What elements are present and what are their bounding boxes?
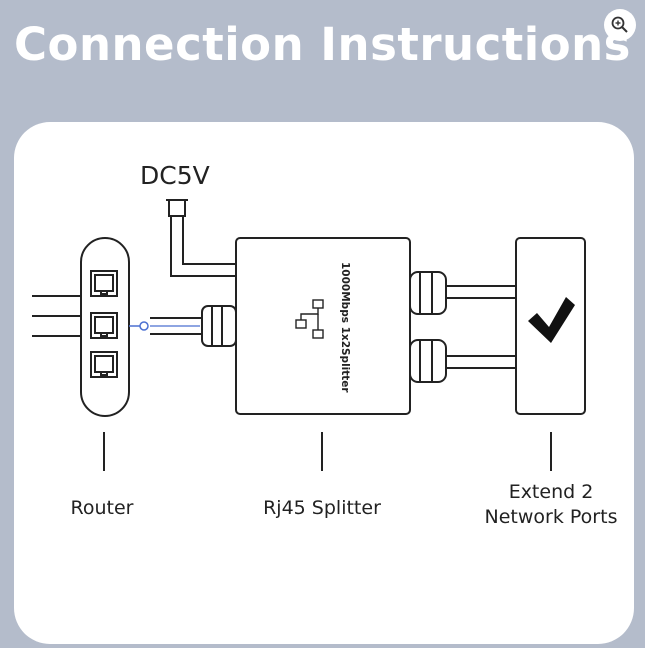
router-input-cables [32, 295, 88, 337]
ports-label-line2: Network Ports [485, 506, 618, 528]
rj45-splitter-device [235, 237, 411, 415]
router [80, 237, 130, 417]
page-title: Connection Instructions [14, 18, 631, 71]
network-topology-icon [295, 299, 324, 339]
checkmark-icon [528, 297, 575, 343]
router-label: Router [71, 497, 134, 519]
ethernet-port-icon [90, 270, 118, 297]
zoom-button[interactable] [604, 9, 636, 41]
power-label: DC5V [140, 161, 210, 190]
zoom-icon [611, 16, 628, 33]
output-connector-1 [409, 271, 516, 315]
router-to-splitter-cable [129, 305, 237, 347]
ethernet-port-icon [90, 312, 118, 339]
splitter-label: Rj45 Splitter [263, 497, 381, 519]
output-connector-2 [409, 339, 516, 383]
ethernet-port-icon [90, 351, 118, 378]
ports-label-line1: Extend 2 [509, 481, 594, 503]
splitter-device-label: 1000Mbps 1x2Splitter [339, 262, 351, 393]
dc-power-cable [166, 199, 236, 277]
